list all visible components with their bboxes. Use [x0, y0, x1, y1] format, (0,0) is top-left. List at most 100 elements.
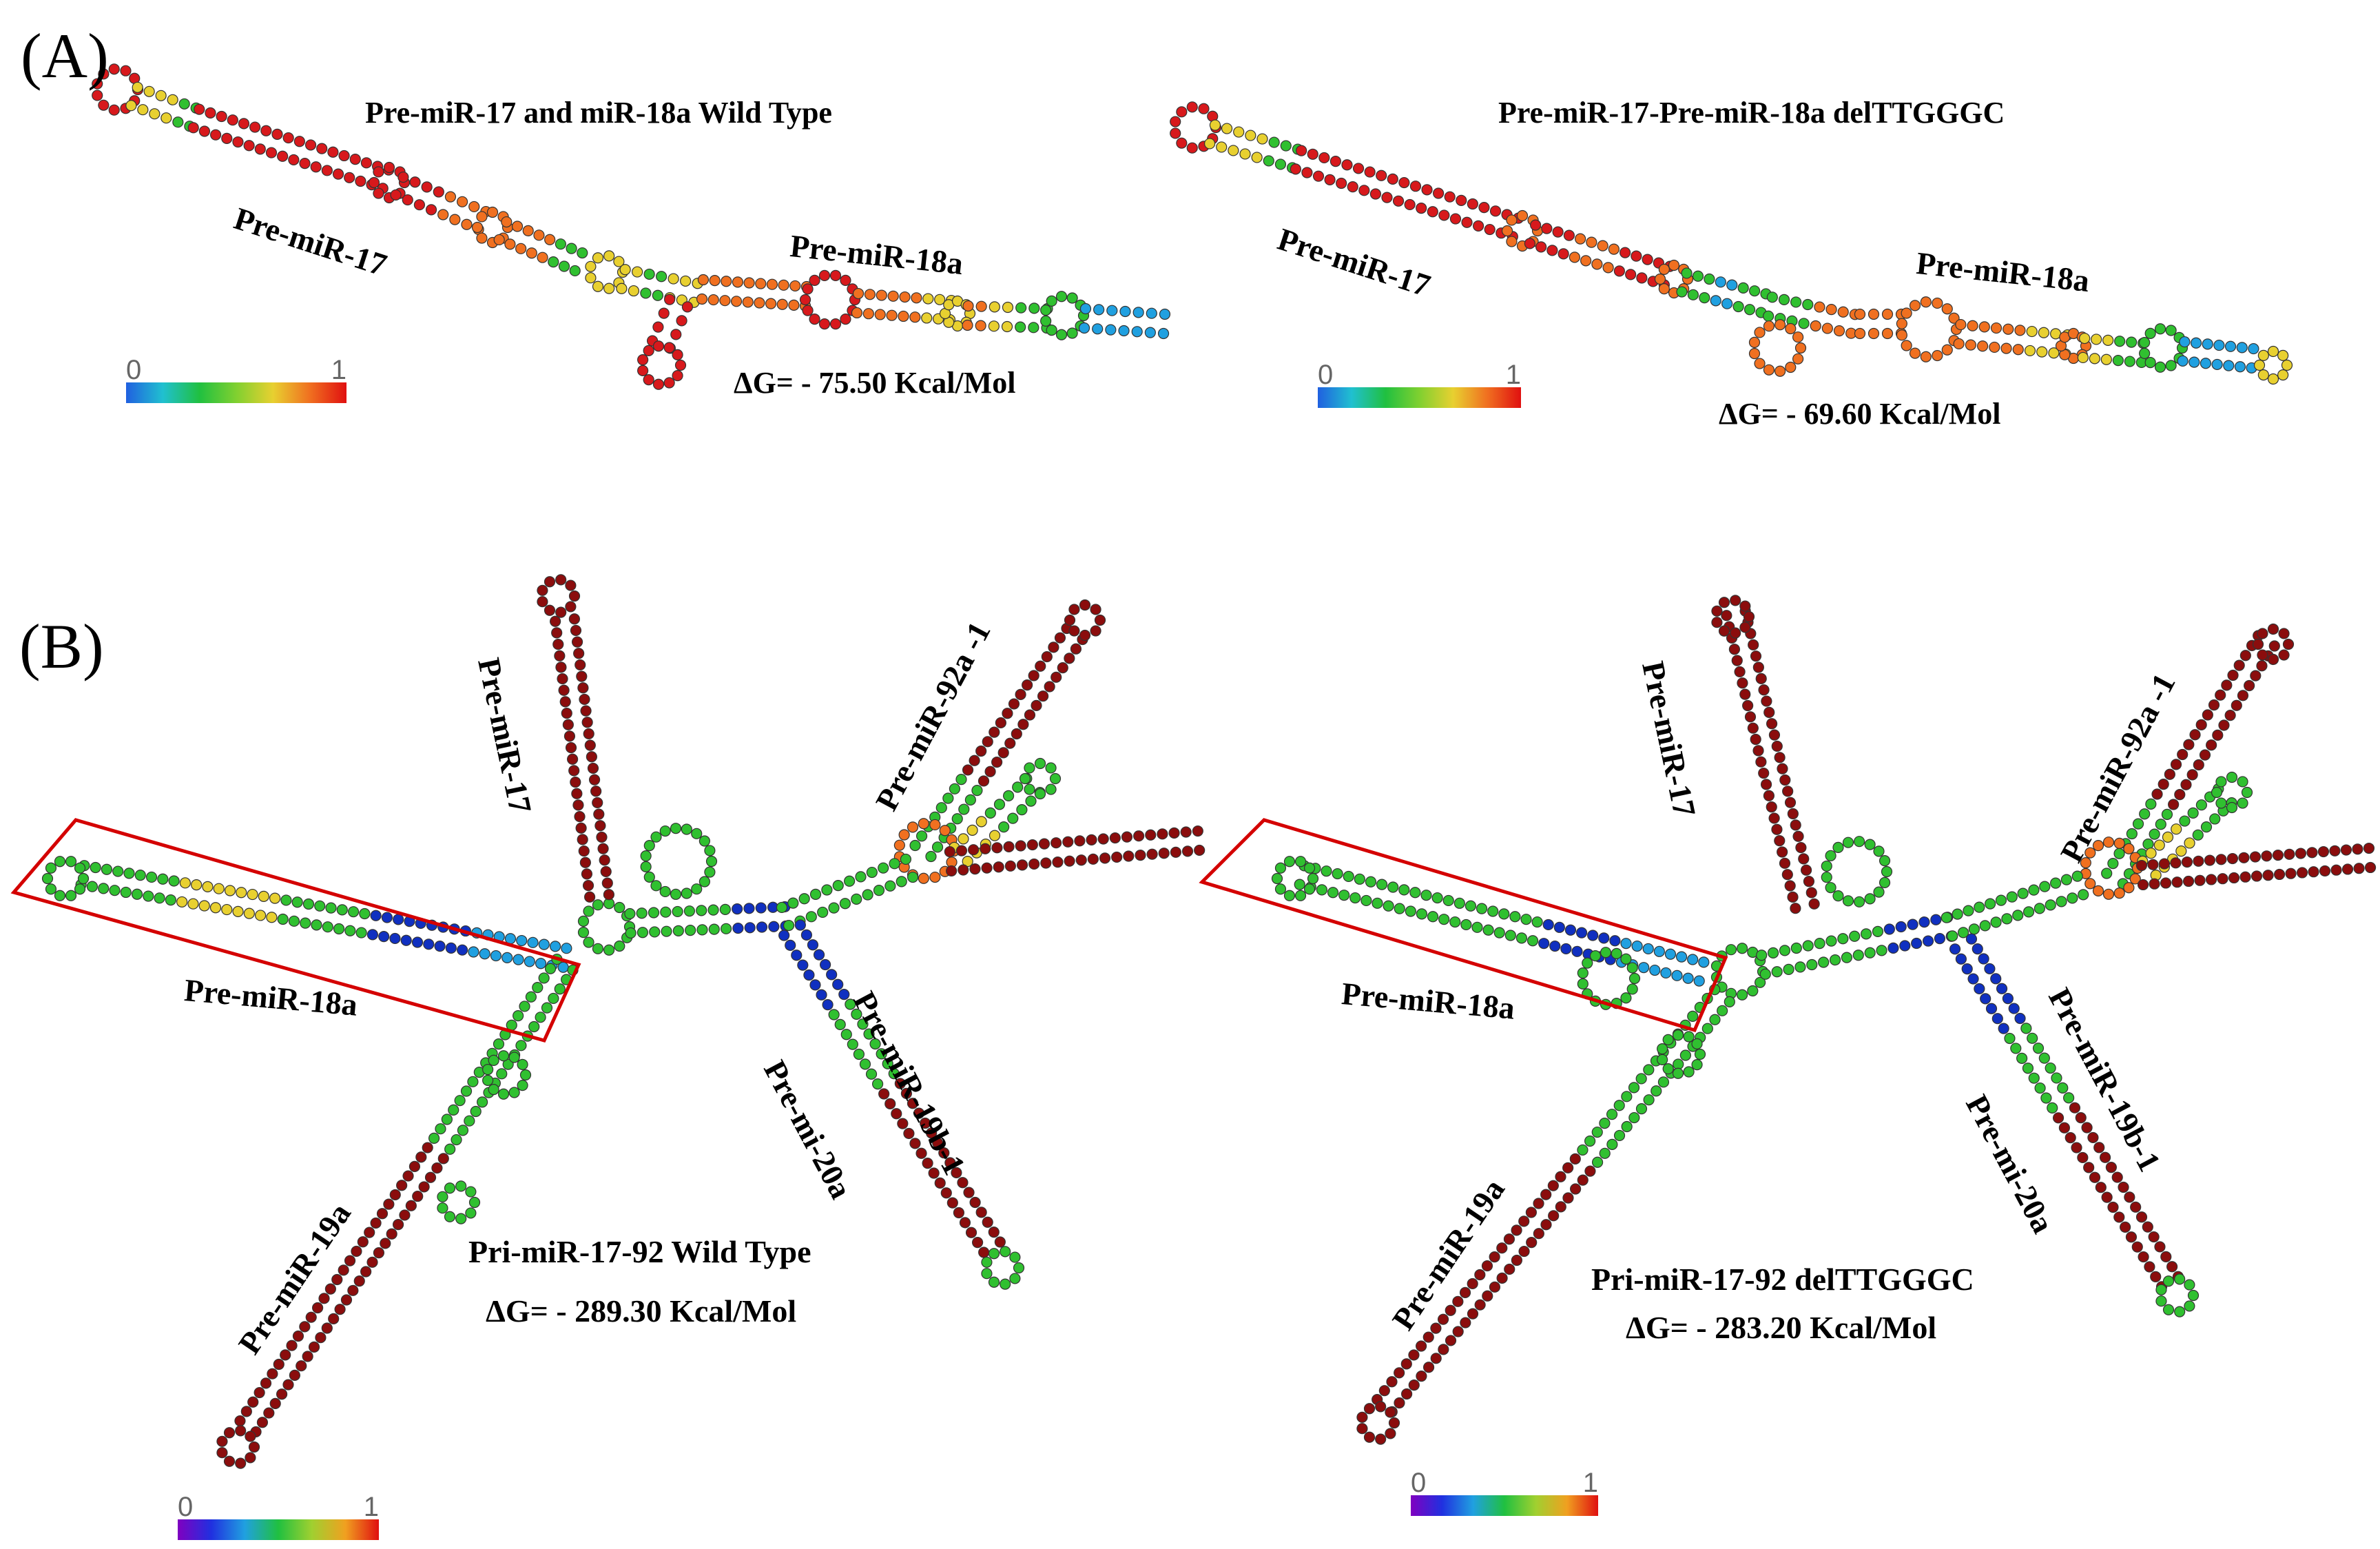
nucleotide [1756, 950, 1768, 961]
nucleotide [1760, 779, 1772, 790]
nucleotide [800, 929, 813, 941]
nucleotide [2022, 1063, 2034, 1074]
nucleotide [191, 879, 203, 891]
nucleotide [1430, 1322, 1442, 1334]
pb-wt-central-loop [577, 898, 636, 956]
nucleotide [157, 873, 169, 885]
nucleotide [1157, 327, 1170, 340]
nucleotide [1518, 1215, 1530, 1227]
nucleotide [1145, 829, 1157, 841]
nucleotide [1209, 119, 1221, 131]
nucleotide [2215, 797, 2227, 809]
nucleotide [579, 856, 591, 868]
nucleotide [1066, 292, 1078, 304]
nucleotide [681, 301, 694, 313]
nucleotide [2200, 358, 2212, 369]
nucleotide [1028, 858, 1040, 870]
nucleotide [587, 762, 599, 774]
nucleotide [1785, 361, 1797, 373]
nucleotide [1321, 865, 1332, 877]
nucleotide [898, 829, 910, 841]
nucleotide [1038, 838, 1051, 850]
nucleotide [704, 845, 716, 856]
nucleotide [2145, 848, 2157, 859]
nucleotide [1049, 772, 1062, 785]
nucleotide [1657, 1054, 1668, 1065]
nucleotide [919, 1117, 931, 1129]
nucleotide [1784, 797, 1797, 808]
nucleotide [1825, 935, 1837, 947]
nucleotide [2236, 342, 2248, 353]
nucleotide [1375, 1433, 1387, 1445]
nucleotide [421, 181, 433, 193]
nucleotide [2132, 818, 2144, 830]
nucleotide [2184, 1279, 2195, 1291]
nucleotide [1046, 295, 1057, 307]
nucleotide [2257, 649, 2268, 661]
nucleotide [266, 912, 278, 923]
nucleotide [982, 736, 993, 748]
nucleotide [247, 888, 258, 901]
nucleotide [1792, 331, 1804, 343]
nucleotide [1356, 1411, 1368, 1423]
nucleotide [1952, 908, 1963, 920]
nucleotide [691, 828, 703, 839]
nucleotide [2187, 807, 2199, 819]
nucleotide [386, 1228, 397, 1240]
nucleotide [1549, 940, 1561, 952]
nucleotide [357, 1236, 369, 1248]
nucleotide [286, 1340, 298, 1351]
nucleotide [1825, 850, 1836, 861]
nucleotide [2114, 336, 2126, 347]
nucleotide [559, 696, 571, 708]
nucleotide [108, 104, 120, 116]
nucleotide [1398, 884, 1410, 896]
nucleotide [2257, 628, 2268, 639]
nucleotide [1711, 617, 1723, 628]
pb-wt-mir19a-loop [216, 1425, 260, 1469]
nucleotide [2155, 1284, 2167, 1295]
nucleotide [2168, 799, 2180, 810]
nucleotide [2296, 867, 2308, 879]
nucleotide [640, 861, 652, 873]
nucleotide [2330, 864, 2342, 876]
nucleotide [969, 1196, 981, 1209]
nucleotide [570, 776, 581, 788]
nucleotide [2184, 837, 2195, 849]
nucleotide [592, 943, 604, 954]
nucleotide [90, 861, 101, 874]
nucleotide [1577, 967, 1589, 979]
nucleotide [2231, 699, 2242, 711]
nucleotide [2363, 842, 2375, 854]
nucleotide [1774, 319, 1786, 331]
nucleotide [1947, 930, 1958, 942]
nucleotide [155, 90, 167, 101]
nucleotide [1013, 1262, 1025, 1274]
nucleotide [378, 931, 390, 943]
nucleotide [652, 378, 665, 390]
nucleotide [360, 157, 373, 169]
nucleotide [1015, 688, 1026, 700]
nucleotide [366, 929, 378, 941]
nucleotide [92, 90, 103, 101]
nucleotide [959, 1217, 971, 1229]
nucleotide [658, 307, 670, 319]
nucleotide [1016, 859, 1028, 871]
nucleotide [2017, 888, 2029, 899]
nucleotide [65, 856, 77, 868]
nucleotide [444, 191, 457, 203]
nucleotide [2120, 1221, 2131, 1233]
nucleotide [1501, 225, 1513, 237]
nucleotide [555, 574, 567, 586]
nucleotide [832, 880, 844, 892]
nucleotide [396, 1180, 408, 1191]
nucleotide [659, 825, 671, 837]
nucleotide [548, 256, 559, 268]
nucleotide [743, 903, 755, 914]
nucleotide [2028, 1072, 2040, 1084]
nucleotide [1467, 1308, 1479, 1320]
nucleotide [1004, 860, 1016, 872]
nucleotide [1785, 322, 1797, 335]
nucleotide [921, 312, 933, 324]
nucleotide [344, 925, 356, 936]
